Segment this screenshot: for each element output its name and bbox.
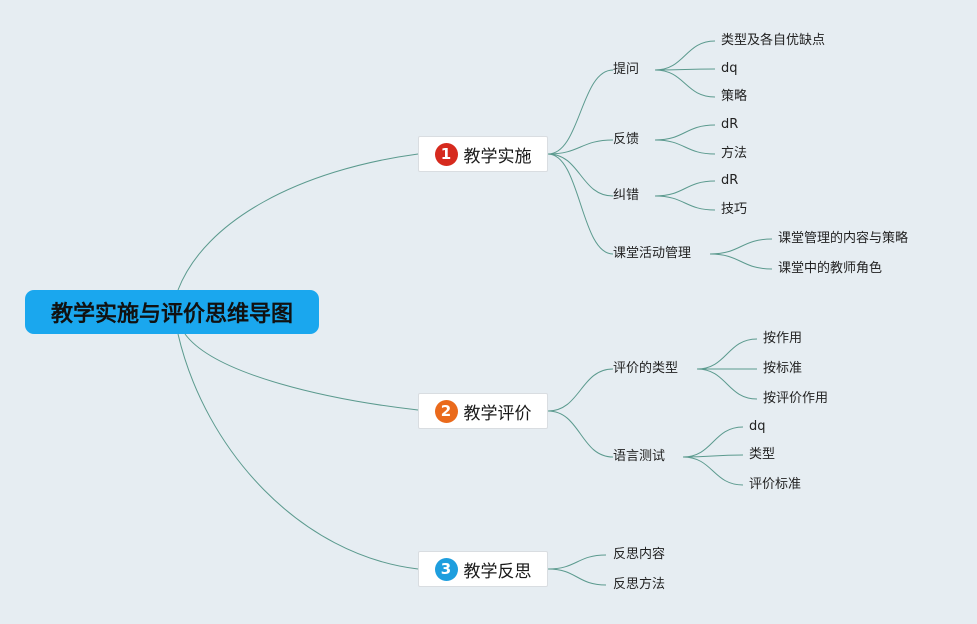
branch-label: 教学反思 (463, 561, 532, 582)
connector-line (654, 69, 716, 98)
connector-line (547, 139, 614, 155)
connector-line (682, 454, 744, 458)
leaf-topic[interactable]: 课堂管理的内容与策略 (778, 231, 909, 246)
connector-line (682, 456, 744, 486)
connector-line (682, 426, 744, 458)
root-to-branch-3-line (177, 333, 419, 570)
connector-line (696, 368, 758, 400)
connector-line (547, 69, 614, 155)
subtopic-feedback[interactable]: 反馈 (613, 132, 640, 147)
connector-line (547, 410, 614, 458)
branch-label: 教学实施 (463, 146, 532, 167)
connector-line (654, 68, 716, 71)
connector-line (547, 368, 614, 412)
leaf-topic[interactable]: 技巧 (721, 202, 748, 217)
connector-line (547, 153, 614, 255)
subtopic-reflection-methods[interactable]: 反思方法 (613, 577, 666, 592)
leaf-topic[interactable]: 按评价作用 (763, 391, 829, 406)
subtopic-reflection-content[interactable]: 反思内容 (613, 547, 666, 562)
connector-line (547, 568, 607, 586)
branch-teaching-reflection[interactable]: 3 教学反思 (418, 551, 548, 587)
number-badge-3-icon: 3 (434, 557, 458, 581)
number-badge-2-icon: 2 (434, 399, 458, 423)
subtopic-classroom-management[interactable]: 课堂活动管理 (613, 246, 692, 261)
subtopic-questioning[interactable]: 提问 (613, 62, 640, 77)
connector-line (547, 554, 607, 570)
leaf-topic[interactable]: dq (749, 419, 766, 434)
subtopic-evaluation-types[interactable]: 评价的类型 (613, 361, 679, 376)
leaf-topic[interactable]: dR (721, 117, 739, 132)
leaf-topic[interactable]: 策略 (721, 89, 748, 104)
root-topic[interactable]: 教学实施与评价思维导图 (25, 290, 319, 334)
branch-teaching-implementation[interactable]: 1 教学实施 (418, 136, 548, 172)
leaf-topic[interactable]: 类型 (749, 447, 776, 462)
connector-line (654, 124, 716, 141)
connector-line (696, 338, 758, 370)
connector-line (654, 195, 716, 211)
connector-line (654, 40, 716, 71)
connector-line (654, 180, 716, 197)
leaf-topic[interactable]: 评价标准 (749, 477, 802, 492)
leaf-topic[interactable]: 类型及各自优缺点 (721, 33, 826, 48)
leaf-topic[interactable]: dq (721, 61, 738, 76)
leaf-topic[interactable]: dR (721, 173, 739, 188)
leaf-topic[interactable]: 课堂中的教师角色 (778, 261, 883, 276)
connector-line (547, 153, 614, 197)
connector-line (709, 253, 773, 270)
branch-teaching-evaluation[interactable]: 2 教学评价 (418, 393, 548, 429)
subtopic-language-testing[interactable]: 语言测试 (613, 449, 666, 464)
root-to-branch-2-line (184, 333, 419, 411)
connector-line (709, 238, 773, 255)
root-to-branch-1-line (177, 153, 419, 291)
branch-label: 教学评价 (463, 403, 532, 424)
leaf-topic[interactable]: 方法 (721, 146, 748, 161)
leaf-topic[interactable]: 按作用 (763, 331, 803, 346)
leaf-topic[interactable]: 按标准 (763, 361, 803, 376)
connector-line (654, 139, 716, 155)
number-badge-1-icon: 1 (434, 142, 458, 166)
subtopic-error-correction[interactable]: 纠错 (613, 188, 640, 203)
